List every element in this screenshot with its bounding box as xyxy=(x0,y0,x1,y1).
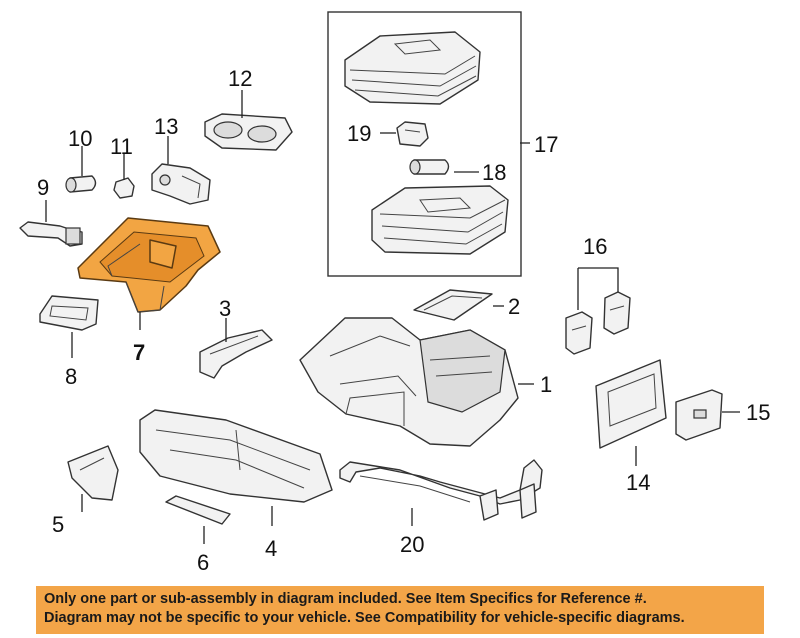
callout-5: 5 xyxy=(52,512,64,537)
armrest-lid xyxy=(344,31,481,105)
part-1-console xyxy=(299,317,519,447)
part-2-pad xyxy=(413,289,493,321)
part-19-latch xyxy=(396,121,429,147)
assembly-17-box xyxy=(327,11,522,277)
part-11-clip xyxy=(113,177,135,199)
armrest-base-tray xyxy=(371,185,509,255)
callout-19: 19 xyxy=(347,121,371,146)
callout-16: 16 xyxy=(583,234,607,259)
part-15-plate xyxy=(675,389,723,441)
part-18-cylinder xyxy=(409,159,450,175)
part-9-switch xyxy=(19,221,83,247)
callout-10: 10 xyxy=(68,126,92,151)
callout-7: 7 xyxy=(133,340,145,365)
part-10-plug xyxy=(65,175,97,193)
callout-1: 1 xyxy=(540,372,552,397)
part-16-clips xyxy=(565,291,631,355)
disclaimer-line-2: Diagram may not be specific to your vehi… xyxy=(44,610,685,626)
part-20-frame xyxy=(339,459,543,521)
callout-9: 9 xyxy=(37,175,49,200)
part-14-panel xyxy=(595,359,667,449)
part-4-lower-console xyxy=(139,409,333,503)
callout-18: 18 xyxy=(482,160,506,185)
part-7-storage-bin xyxy=(77,217,221,313)
callout-6: 6 xyxy=(197,550,209,575)
callout-14: 14 xyxy=(626,470,650,495)
callout-2: 2 xyxy=(508,294,520,319)
callout-12: 12 xyxy=(228,66,252,91)
callout-3: 3 xyxy=(219,296,231,321)
callout-11: 11 xyxy=(110,134,133,159)
part-12-cupholder xyxy=(204,113,293,151)
callout-20: 20 xyxy=(400,532,424,557)
part-13-bracket xyxy=(151,163,211,205)
callout-4: 4 xyxy=(265,536,277,561)
parts-diagram: 1 2 3 4 5 6 7 8 9 10 11 12 13 14 15 16 1… xyxy=(19,11,770,575)
callout-13: 13 xyxy=(154,114,178,139)
part-6-trim-strip xyxy=(165,495,231,525)
part-3-trim xyxy=(199,329,273,379)
part-5-bracket xyxy=(67,445,119,501)
part-8-tray xyxy=(39,295,99,331)
leader-lines xyxy=(45,90,740,544)
callout-8: 8 xyxy=(65,364,77,389)
callout-15: 15 xyxy=(746,400,770,425)
disclaimer-banner: Only one part or sub-assembly in diagram… xyxy=(36,586,764,634)
disclaimer-line-1: Only one part or sub-assembly in diagram… xyxy=(44,591,647,607)
callout-17: 17 xyxy=(534,132,558,157)
